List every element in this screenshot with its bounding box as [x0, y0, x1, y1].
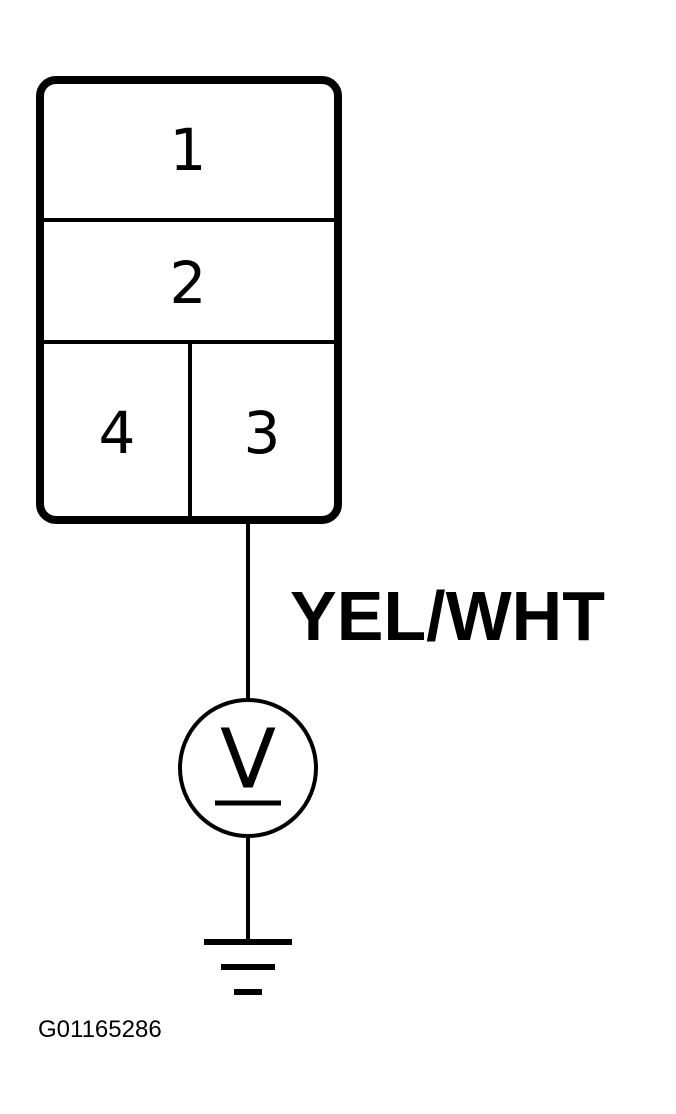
cavity-4-label: 4 — [99, 399, 136, 467]
voltmeter-icon: V — [178, 698, 318, 838]
connector: 1 2 3 4 — [36, 76, 342, 524]
figure-id: G01165286 — [38, 1016, 162, 1043]
wire-color-label: YEL/WHT — [290, 577, 605, 655]
cavity-1-label: 1 — [170, 116, 207, 184]
ground-icon — [204, 939, 292, 995]
meter-symbol: V — [220, 713, 276, 808]
cavity-3-label: 3 — [244, 399, 281, 467]
cavity-2-label: 2 — [170, 249, 207, 317]
